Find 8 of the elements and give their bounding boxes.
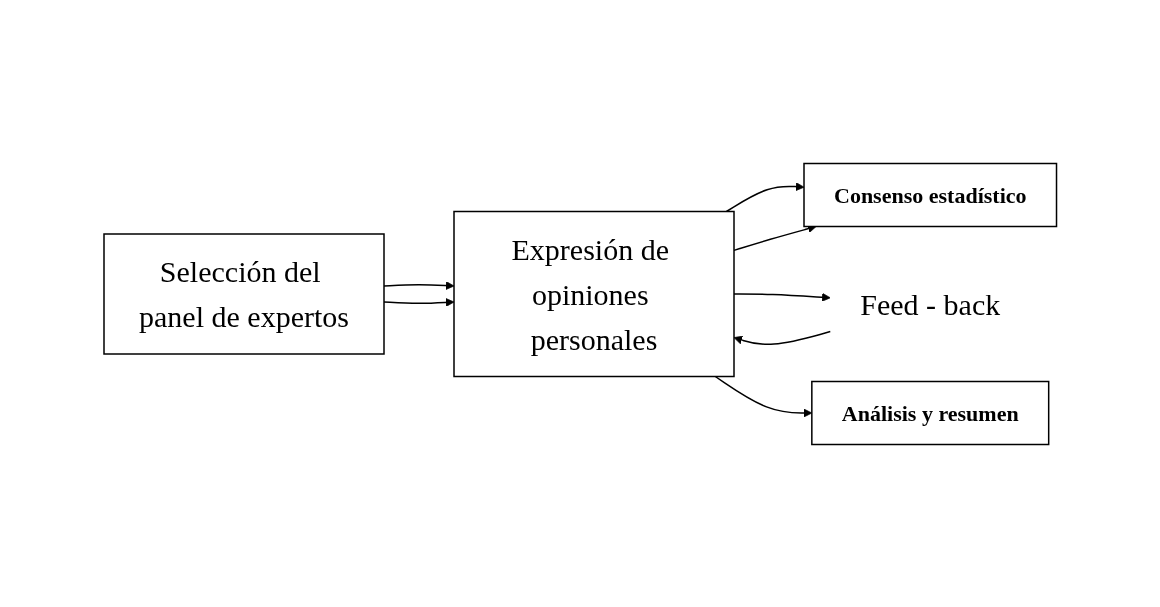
node-text: Feed - back xyxy=(860,287,1000,320)
node-box: Análisis y resumen xyxy=(810,380,1050,445)
node-box: Consenso estadístico xyxy=(803,162,1057,227)
node-box: Selección del panel de expertos xyxy=(103,232,385,355)
arrow xyxy=(733,330,831,345)
arrow xyxy=(733,292,831,302)
arrow xyxy=(714,375,812,417)
node-box: Expresión de opiniones personales xyxy=(453,210,735,377)
